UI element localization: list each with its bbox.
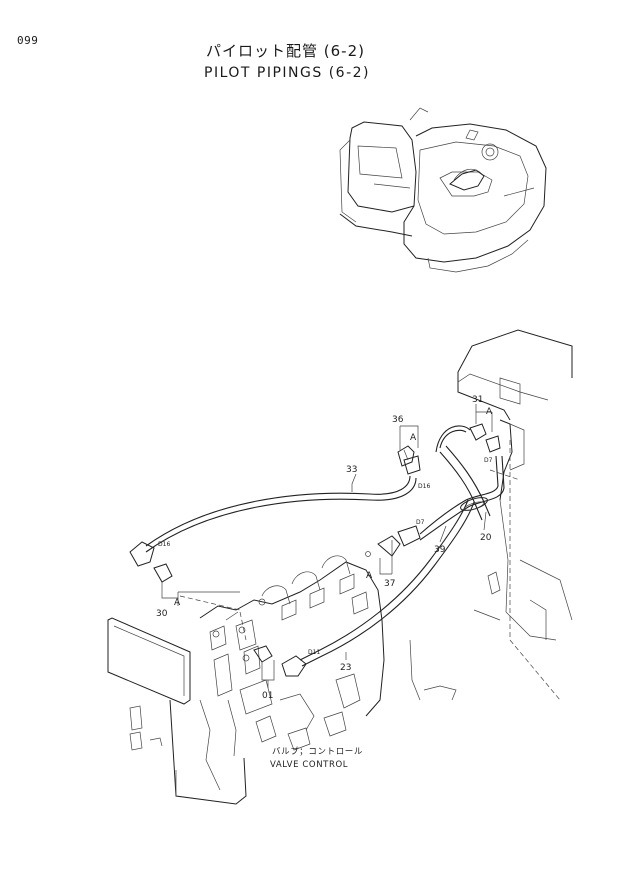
leader-lines — [161, 404, 493, 688]
pipe-code-d16: D16 — [158, 541, 170, 548]
excavator-overview — [339, 107, 547, 273]
fitting-36 — [397, 445, 415, 467]
callout-31: 31 — [472, 395, 483, 405]
fitting-37 — [365, 525, 421, 557]
hose-23 — [281, 499, 475, 677]
pipe-code-d7: D7 — [416, 519, 425, 526]
title-japanese: パイロット配管 (6-2) — [206, 42, 365, 60]
caption-english: VALVE CONTROL — [270, 760, 348, 770]
caption-japanese: バルブ；コントロール — [272, 746, 363, 757]
fitting-30 — [153, 563, 173, 583]
view-label-a: A — [174, 598, 181, 608]
view-label-a: A — [366, 571, 373, 581]
pipe-code-d16: D16 — [418, 483, 430, 490]
callout-23: 23 — [340, 663, 351, 673]
pipe-code-d7: D7 — [484, 457, 493, 464]
hose-39 — [419, 455, 505, 541]
view-label-a: A — [486, 407, 493, 417]
clamp-20 — [460, 497, 488, 511]
callout-30: 30 — [156, 609, 168, 619]
view-label-a: A — [410, 433, 417, 443]
page-number: 099 — [17, 34, 39, 47]
title-english: PILOT PIPINGS (6-2) — [204, 65, 370, 81]
frame-structure — [409, 329, 573, 701]
hose-33 — [129, 455, 421, 567]
callout-01: 01 — [262, 691, 273, 701]
fitting-31 — [469, 423, 501, 453]
callout-39: 39 — [434, 545, 446, 555]
callout-37: 37 — [384, 579, 395, 589]
fitting-01 — [242, 645, 273, 663]
control-valve-body — [107, 555, 385, 805]
callout-20: 20 — [480, 533, 492, 543]
callout-33: 33 — [346, 465, 357, 475]
pipe-code-d11: D11 — [308, 649, 320, 656]
callout-36: 36 — [392, 415, 404, 425]
hose-upper-loop — [435, 425, 491, 521]
